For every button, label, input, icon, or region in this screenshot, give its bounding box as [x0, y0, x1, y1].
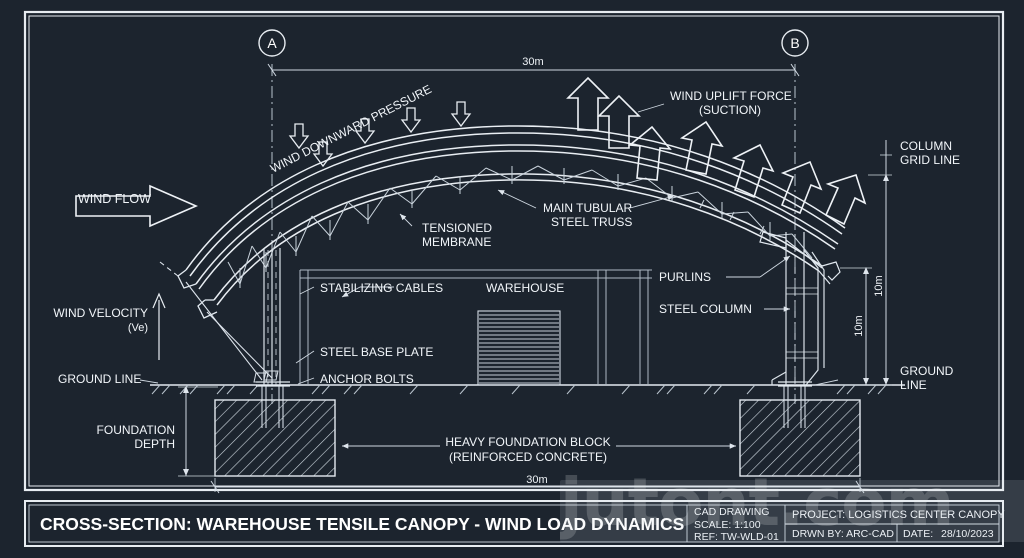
leader-tensioned-membrane	[399, 213, 413, 227]
label-steel-column: STEEL COLUMN	[659, 302, 752, 316]
main-tubular-steel-truss	[195, 144, 839, 306]
label-ground-line-right-l2: LINE	[900, 378, 927, 392]
uplift-arrow-5	[731, 143, 775, 199]
leader-wind-uplift	[637, 103, 665, 113]
roller-shutter-door	[477, 310, 561, 386]
label-tensioned-membrane-l1: TENSIONED	[422, 221, 492, 235]
label-anchor-bolts: ANCHOR BOLTS	[320, 372, 414, 386]
dimension-column-height-outer	[868, 174, 892, 386]
uplift-arrow-7	[824, 173, 867, 226]
anchor-bolts-right	[783, 386, 806, 428]
tensioned-membrane	[185, 125, 846, 277]
wind-downward-arrows	[288, 101, 472, 168]
label-column-grid-l2: GRID LINE	[900, 153, 960, 167]
leader-stabilizing-cables	[299, 286, 315, 295]
title-block-scale: SCALE: 1:100	[694, 519, 761, 531]
title-block-ref: REF: TW-WLD-01	[694, 531, 779, 543]
label-wind-uplift-l2: (SUCTION)	[699, 103, 761, 117]
title-block-date-value: 28/10/2023	[941, 528, 994, 540]
label-warehouse: WAREHOUSE	[486, 281, 564, 295]
label-ground-line-right-l1: GROUND	[900, 364, 954, 378]
title-block-project: PROJECT: LOGISTICS CENTER CANOPY	[792, 509, 1005, 521]
dimension-foundation-depth	[178, 386, 218, 477]
title-block: CROSS-SECTION: WAREHOUSE TENSILE CANOPY …	[24, 500, 1005, 547]
label-stabilizing-cables: STABILIZING CABLES	[320, 281, 443, 295]
foundation-block-right	[739, 399, 861, 477]
label-wind-velocity-sub: (Ve)	[128, 322, 148, 334]
dimension-column-height-outer-label: 10m	[873, 275, 885, 296]
dimension-span-top	[267, 63, 800, 77]
label-tensioned-membrane-l2: MEMBRANE	[422, 235, 491, 249]
label-foundation-block-l1: HEAVY FOUNDATION BLOCK	[445, 435, 610, 449]
dimension-span-bottom	[210, 478, 865, 494]
column-grid-line-leader	[880, 140, 892, 175]
label-wind-flow: WIND FLOW	[78, 192, 151, 206]
grid-bubble-b-label: B	[790, 35, 799, 51]
wind-flow-arrow	[75, 184, 199, 228]
uplift-arrow-3	[627, 125, 672, 181]
leader-lines	[139, 103, 839, 449]
down-arrow-1	[288, 123, 310, 150]
sheet-border	[23, 10, 1005, 492]
uplift-arrow-1	[566, 76, 610, 131]
truss-top-chord	[195, 144, 839, 285]
eaves-gutter-bracket	[759, 231, 841, 285]
dimension-span-bottom-label: 30m	[526, 474, 547, 486]
steel-column-left	[263, 248, 281, 385]
grid-bubble-b: B	[781, 29, 809, 57]
label-steel-base-plate: STEEL BASE PLATE	[320, 345, 433, 359]
uplift-arrow-4	[679, 120, 724, 175]
label-foundation-depth-l2: DEPTH	[134, 437, 175, 451]
cable-left-outer	[185, 281, 263, 381]
label-wind-velocity: WIND VELOCITY	[53, 306, 148, 320]
steel-base-plate-left	[256, 381, 290, 387]
down-arrow-3	[354, 118, 376, 145]
grid-bubble-a-label: A	[267, 35, 277, 51]
cable-anchor-plates-left	[253, 370, 279, 383]
label-column-grid-l1: COLUMN	[900, 139, 952, 153]
dimension-span-top-label: 30m	[522, 56, 543, 68]
label-foundation-block-l2: (REINFORCED CONCRETE)	[449, 450, 607, 464]
steel-column-right	[771, 232, 825, 386]
down-arrow-4	[400, 107, 422, 134]
grid-bubble-a: A	[258, 29, 286, 57]
stabilizing-cables-left	[159, 261, 273, 381]
down-arrow-5	[450, 101, 472, 128]
leader-steel-base-plate	[295, 350, 315, 364]
title-block-date-label: DATE:	[903, 528, 933, 540]
wind-velocity-arrow	[152, 292, 166, 360]
leader-anchor-bolts	[297, 377, 315, 385]
leader-ground-line-right	[814, 379, 839, 386]
label-purlins: PURLINS	[659, 270, 711, 284]
leader-main-truss	[497, 189, 537, 209]
leader-main-truss-2	[629, 195, 675, 209]
uplift-arrow-6	[780, 160, 823, 215]
foundation-block-left	[214, 399, 336, 477]
purlins	[699, 199, 765, 235]
truss-bottom-chord	[213, 173, 823, 301]
label-foundation-depth-l1: FOUNDATION	[97, 423, 175, 437]
wind-uplift-arrows	[566, 76, 867, 226]
cable-left-inner	[206, 311, 273, 379]
left-cantilever-tip	[177, 269, 218, 319]
uplift-arrow-2	[597, 94, 641, 149]
label-ground-line-left: GROUND LINE	[58, 372, 141, 386]
steel-base-plate-right	[778, 381, 812, 387]
dimension-column-height-inner	[840, 267, 872, 386]
title-block-main-title: CROSS-SECTION: WAREHOUSE TENSILE CANOPY …	[40, 514, 684, 534]
title-block-cad-drawing: CAD DRAWING	[694, 506, 769, 518]
leader-ground-line-left	[139, 379, 159, 384]
label-wind-uplift-l1: WIND UPLIFT FORCE	[670, 89, 792, 103]
dimension-column-height-inner-label: 10m	[853, 315, 865, 336]
label-main-truss-l2: STEEL TRUSS	[551, 215, 632, 229]
down-arrow-2	[312, 141, 334, 168]
warehouse-enclosure	[299, 269, 652, 385]
label-main-truss-l1: MAIN TUBULAR	[543, 201, 632, 215]
title-block-drawn-by: DRWN BY: ARC-CAD	[792, 528, 894, 540]
